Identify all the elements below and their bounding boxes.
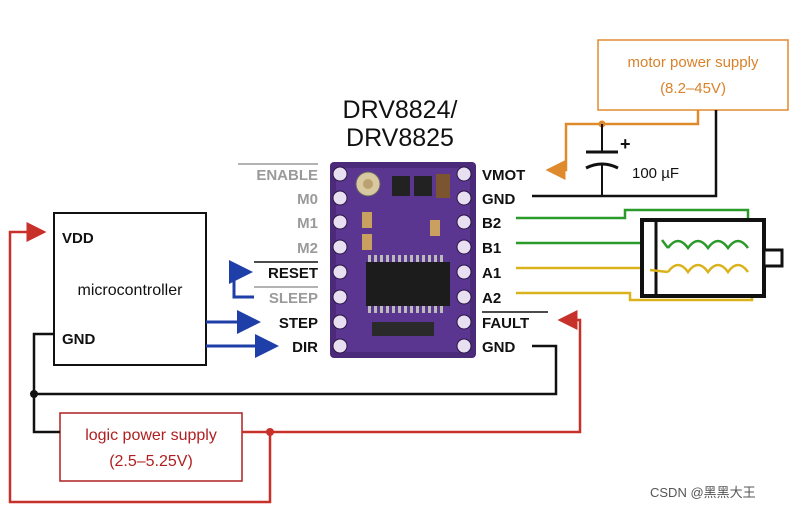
stepper-motor: [640, 218, 784, 298]
m0-pin-label: M0: [297, 191, 318, 208]
logic-supply-junction: [266, 428, 274, 436]
motor-ground-wire: [532, 110, 718, 198]
mc-gnd-label: GND: [62, 331, 96, 348]
fault-pin: FAULT: [482, 311, 548, 332]
diagram-title-line1: DRV8824/: [343, 96, 458, 124]
csdn-watermark: CSDN @黑黑大王: [650, 485, 756, 500]
reset-pin: RESET: [254, 261, 318, 282]
capacitor-value: 100 µF: [632, 165, 679, 182]
capacitor-polarity: +: [620, 134, 631, 154]
dir-pin-label: DIR: [292, 339, 318, 356]
vdd-supply-wire: [8, 222, 272, 504]
fault-pullup-wire: [242, 310, 582, 434]
vmot-pin-label: VMOT: [482, 167, 525, 184]
svg-text:SLEEP: SLEEP: [269, 290, 318, 307]
logic-power-supply-box: logic power supply (2.5–5.25V): [59, 412, 243, 482]
mc-vdd-label: VDD: [62, 230, 94, 247]
capacitor: + 100 µF: [585, 124, 679, 196]
driver-board: [330, 162, 476, 358]
a2-pin-label: A2: [482, 290, 501, 307]
b1-pin-label: B1: [482, 240, 501, 257]
mc-title: microcontroller: [78, 282, 184, 299]
gnd-bottom-pin-label: GND: [482, 339, 516, 356]
svg-text:FAULT: FAULT: [482, 315, 529, 332]
sleep-pin: SLEEP: [254, 286, 318, 307]
diagram-title-line2: DRV8825: [346, 124, 454, 152]
logic-supply-line2: (2.5–5.25V): [109, 453, 193, 470]
b2-pin-label: B2: [482, 215, 501, 232]
driver-ground-wire: [34, 344, 558, 396]
logic-supply-line1: logic power supply: [85, 427, 217, 444]
a1-pin-label: A1: [482, 265, 501, 282]
m1-pin-label: M1: [297, 215, 318, 232]
enable-pin: ENABLE: [238, 163, 318, 184]
reset-sleep-link: [229, 260, 254, 299]
motor-supply-line2: (8.2–45V): [660, 80, 726, 97]
svg-text:RESET: RESET: [268, 265, 318, 282]
microcontroller-box: VDD microcontroller GND: [53, 212, 207, 366]
m2-pin-label: M2: [297, 240, 318, 257]
mc-ground-wire: [32, 332, 60, 434]
a1-wire: [516, 266, 652, 270]
ground-junction: [30, 390, 38, 398]
gnd-top-pin-label: GND: [482, 191, 516, 208]
motor-supply-line1: motor power supply: [628, 54, 759, 71]
step-pin-label: STEP: [279, 315, 318, 332]
motor-power-supply-box: motor power supply (8.2–45V): [597, 39, 789, 111]
vmot-wire: [545, 110, 700, 180]
svg-text:ENABLE: ENABLE: [256, 167, 318, 184]
